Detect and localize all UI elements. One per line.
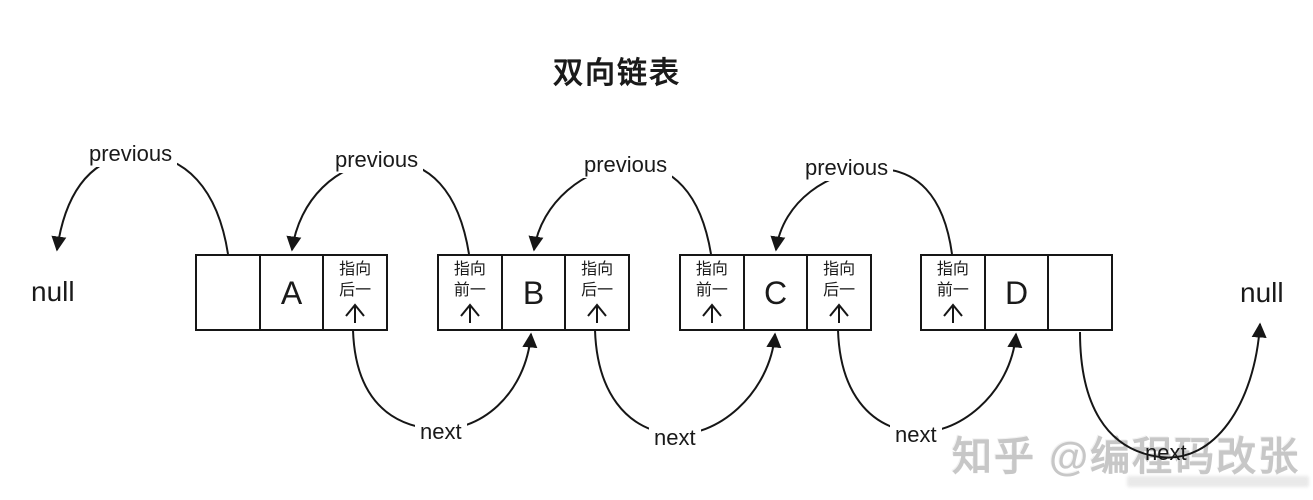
next-arrow-d-to-null: [1079, 322, 1267, 459]
node-a: A 指向 后一: [195, 254, 388, 331]
previous-label-4: previous: [800, 154, 894, 182]
previous-label-2: previous: [330, 146, 424, 174]
zhihu-watermark: 知乎 @编程码改张: [952, 435, 1301, 479]
node-d-value-cell: D: [983, 256, 1048, 329]
up-arrow-icon: [940, 302, 966, 324]
node-a-next-pointer-cell: 指向 后一: [322, 256, 386, 329]
previous-label-3: previous: [579, 151, 673, 179]
next-arrow-a-to-b: [352, 329, 538, 431]
pointer-cell-text: 后一: [339, 282, 372, 299]
node-d: 指向 前一 D: [920, 254, 1113, 331]
node-b-value: B: [522, 274, 545, 311]
node-c-prev-pointer-cell: 指向 前一: [681, 256, 743, 329]
pointer-cell-text: 指向: [936, 261, 969, 278]
pointer-cell-text: 指向: [339, 261, 372, 278]
pointer-cell-text: 前一: [453, 282, 486, 299]
pointer-cell-text: 后一: [581, 282, 614, 299]
node-a-prev-pointer-cell-empty: [197, 256, 259, 329]
node-c-value-cell: C: [742, 256, 807, 329]
node-c-next-pointer-cell: 指向 后一: [806, 256, 870, 329]
next-label-3: next: [890, 421, 942, 449]
pointer-cell-text: 指向: [695, 261, 728, 278]
previous-label-1: previous: [84, 140, 178, 168]
up-arrow-icon: [826, 302, 852, 324]
up-arrow-icon: [584, 302, 610, 324]
previous-arrow-d-to-c: [770, 167, 953, 255]
node-d-prev-pointer-cell: 指向 前一: [922, 256, 984, 329]
pointer-cell-text: 指向: [581, 261, 614, 278]
pointer-cell-text: 指向: [823, 261, 856, 278]
node-a-value-cell: A: [258, 256, 323, 329]
node-a-value: A: [280, 274, 303, 311]
next-arrow-c-to-d: [837, 329, 1023, 434]
next-label-2: next: [649, 424, 701, 452]
previous-arrow-a-to-null: [51, 153, 229, 255]
diagram-title: 双向链表: [553, 57, 681, 90]
node-b: 指向 前一 B 指向 后一: [437, 254, 630, 331]
pointer-cell-text: 前一: [936, 282, 969, 299]
up-arrow-icon: [699, 302, 725, 324]
pointer-cell-text: 后一: [823, 282, 856, 299]
node-b-next-pointer-cell: 指向 后一: [564, 256, 628, 329]
previous-arrow-b-to-a: [286, 159, 470, 255]
next-label-1: next: [415, 418, 467, 446]
node-d-value: D: [1004, 274, 1029, 311]
null-label-left: null: [31, 276, 75, 307]
up-arrow-icon: [457, 302, 483, 324]
up-arrow-icon: [342, 302, 368, 324]
node-d-next-pointer-cell-empty: [1047, 256, 1111, 329]
pointer-cell-text: 前一: [695, 282, 728, 299]
previous-arrow-c-to-b: [528, 163, 712, 255]
node-b-value-cell: B: [500, 256, 565, 329]
node-b-prev-pointer-cell: 指向 前一: [439, 256, 501, 329]
node-c-value: C: [763, 274, 788, 311]
pointer-cell-text: 指向: [453, 261, 486, 278]
watermark-subtext-blur: [1127, 476, 1309, 487]
next-arrow-b-to-c: [594, 329, 782, 436]
node-c: 指向 前一 C 指向 后一: [679, 254, 872, 331]
null-label-right: null: [1240, 277, 1284, 308]
next-label-4: next: [1145, 440, 1187, 465]
